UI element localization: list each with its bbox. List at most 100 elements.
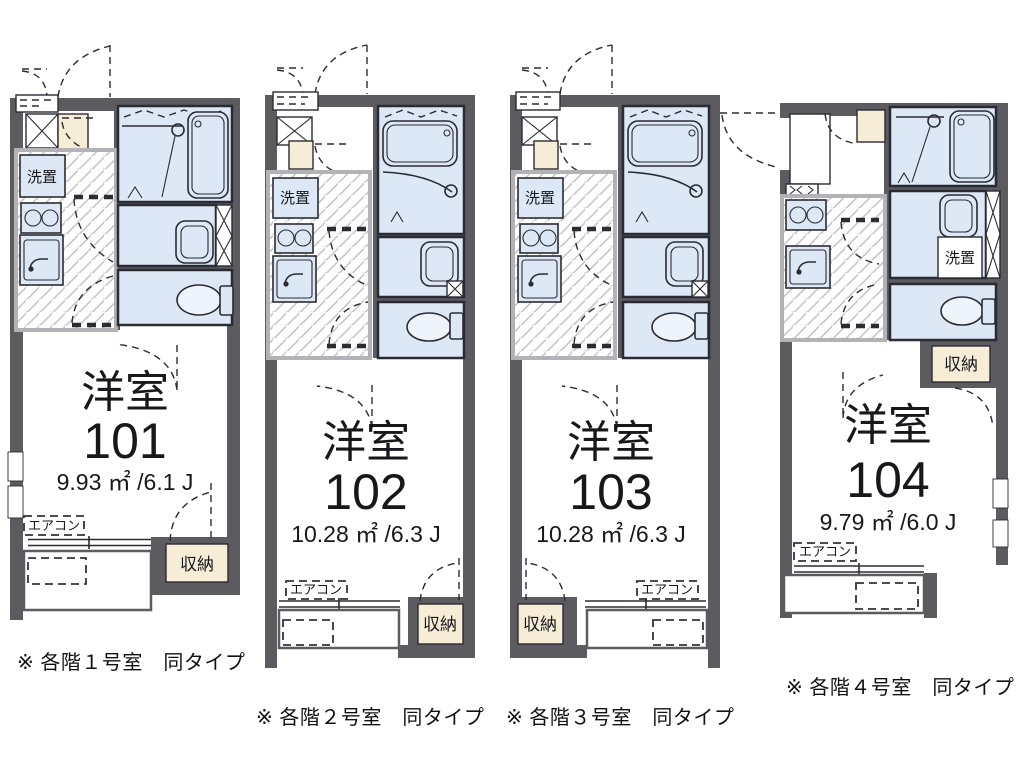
room-type-104: 洋室	[844, 401, 932, 450]
aircon-box	[285, 580, 348, 600]
washer-space	[937, 236, 983, 279]
room-area-104: 9.79 ㎡ /6.0 J	[820, 509, 957, 535]
shower-head	[927, 114, 941, 128]
bathtub	[949, 110, 995, 183]
shower-head	[171, 123, 185, 137]
unit-103-entrance	[515, 91, 595, 177]
storage-label-101: 収納	[180, 555, 214, 574]
washer-label: 洗置	[27, 169, 57, 186]
unit-101-entry-door-arcs	[21, 45, 111, 98]
genkan-floor	[533, 140, 559, 170]
washer-label: 洗置	[525, 190, 555, 207]
room-type-101: 洋室	[81, 368, 169, 417]
washer-space	[517, 177, 564, 219]
toilet	[651, 312, 697, 342]
unit-104-plan: 洗置 収納 洋室 104 9.79 ㎡ /6.0 J エアコン	[778, 103, 1009, 618]
aircon-label-103: エアコン	[641, 582, 693, 597]
washer-label: 洗置	[280, 190, 310, 207]
storage-label-104: 収納	[944, 355, 978, 374]
room-area-101: 9.93 ㎡ /6.1 J	[57, 469, 194, 495]
kitchen-sink	[517, 255, 562, 303]
unit-102-washroom	[376, 235, 466, 299]
unit-103-bathroom	[621, 104, 711, 236]
unit-101-plan: 洗置	[7, 45, 240, 620]
room-area-103: 10.28 ㎡ /6.3 J	[536, 521, 686, 547]
unit-103-storage: 収納	[517, 603, 564, 645]
unit-102-kitchen: 洗置	[266, 170, 372, 360]
unit-102-balcony	[277, 598, 401, 650]
aircon-label-102: エアコン	[290, 582, 342, 597]
unit-102-storage: 収納	[417, 603, 464, 645]
unit-104-balcony	[782, 563, 926, 615]
storage-label-103: 収納	[523, 615, 557, 634]
aircon-box	[636, 580, 699, 600]
pipe-space	[985, 190, 1001, 279]
unit-103-kitchen: 洗置	[511, 170, 617, 360]
unit-102-main-room: 洋室 102 10.28 ㎡ /6.3 J エアコン	[285, 385, 460, 602]
shower-head	[689, 184, 703, 198]
unit-102-bathroom	[376, 104, 466, 236]
storage-label-102: 収納	[423, 615, 457, 634]
unit-102-entrance	[272, 91, 350, 177]
unit-104-washroom: 洗置	[888, 189, 1001, 280]
room-number-102: 102	[324, 464, 407, 520]
toilet	[176, 284, 222, 316]
unit-101-washroom	[116, 203, 233, 268]
pipe-space	[215, 204, 233, 267]
unit-102-entry-door-arcs	[276, 44, 368, 95]
stove	[274, 223, 314, 254]
unit-104-toilet-room	[888, 282, 998, 342]
unit-101-storage: 収納	[165, 543, 229, 583]
toilet	[940, 296, 984, 326]
unit-104-storage: 収納	[931, 345, 994, 428]
room-number-104: 104	[846, 452, 929, 508]
room-number-101: 101	[83, 413, 166, 469]
kitchen-sink	[272, 255, 317, 303]
shower-head	[444, 184, 458, 198]
unit-102-plan: 洗置	[265, 44, 475, 668]
footnote-unit-103: ※ 各階３号室 同タイプ	[506, 707, 735, 729]
room-area-102: 10.28 ㎡ /6.3 J	[291, 521, 441, 547]
unit-101-entrance	[15, 94, 97, 153]
room-type-103: 洋室	[567, 418, 655, 467]
room-type-102: 洋室	[322, 418, 410, 467]
washbasin	[420, 241, 459, 287]
unit-103-washroom	[621, 235, 711, 299]
washer-label: 洗置	[945, 250, 975, 267]
unit-103-main-room: 洋室 103 10.28 ㎡ /6.3 J エアコン	[525, 385, 699, 602]
bathtub	[627, 120, 703, 167]
kitchen-sink	[19, 234, 64, 286]
unit-101-toilet-room	[116, 268, 234, 327]
genkan-floor	[856, 109, 886, 143]
unit-102-toilet-room	[376, 300, 466, 360]
room-number-103: 103	[569, 464, 652, 520]
unit-103-plan: 洗置	[510, 44, 778, 668]
unit-103-balcony	[585, 598, 709, 650]
aircon-box	[23, 515, 85, 536]
bathtub	[187, 111, 229, 199]
footnote-unit-101: ※ 各階１号室 同タイプ	[17, 652, 246, 674]
footnote-unit-102: ※ 各階２号室 同タイプ	[256, 707, 485, 729]
genkan-floor	[288, 140, 314, 170]
unit-104-main-room: 洋室 104 9.79 ㎡ /6.0 J エアコン	[793, 372, 957, 562]
washer-space	[272, 177, 319, 219]
toilet	[406, 312, 452, 342]
unit-104-bathroom	[888, 105, 998, 188]
washbasin	[175, 220, 214, 264]
genkan-floor	[57, 113, 89, 151]
unit-101-balcony	[10, 536, 153, 620]
aircon-label-101: エアコン	[28, 518, 80, 533]
unit-101-bathroom	[116, 104, 234, 204]
aircon-label-104: エアコン	[799, 544, 851, 559]
unit-101-kitchen: 洗置	[14, 148, 118, 332]
footnote-unit-104: ※ 各階４号室 同タイプ	[786, 677, 1015, 699]
washer-space	[19, 154, 66, 198]
aircon-box	[793, 542, 857, 562]
washbasin	[665, 241, 704, 287]
unit-103-entry-door-arcs	[521, 44, 778, 168]
unit-101-main-room: 洋室 101 9.93 ㎡ /6.1 J エアコン	[23, 343, 212, 542]
unit-103-toilet-room	[621, 300, 711, 360]
bathtub	[382, 120, 458, 167]
